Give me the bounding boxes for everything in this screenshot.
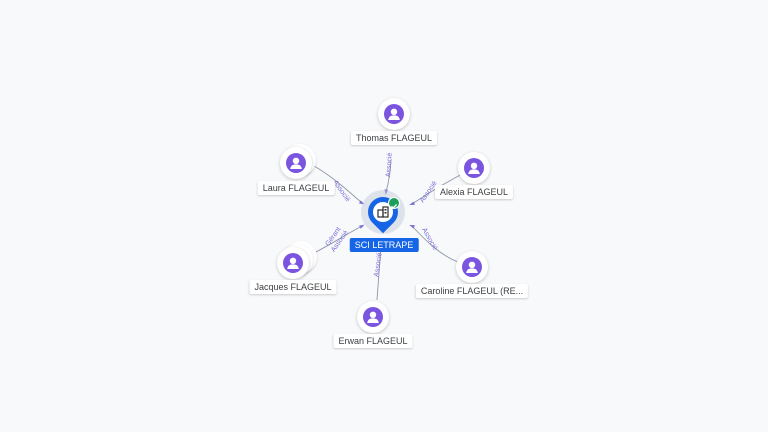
avatar xyxy=(277,247,309,279)
person-node-laura[interactable] xyxy=(280,144,316,179)
person-name-label[interactable]: Caroline FLAGEUL (RE... xyxy=(415,284,529,298)
relation-arrow-laura xyxy=(359,200,365,205)
person-node-caroline[interactable] xyxy=(456,251,488,283)
company-name-label[interactable]: SCI LETRAPE xyxy=(349,238,419,252)
relation-arrow-caroline xyxy=(409,224,415,229)
person-node-erwan[interactable] xyxy=(357,301,389,333)
verified-check-icon xyxy=(388,197,400,209)
relation-role-label: Associé xyxy=(373,252,383,277)
person-icon xyxy=(384,104,404,124)
relation-arrow-alexia xyxy=(409,201,415,206)
relation-edge-caroline xyxy=(411,225,459,263)
person-node-alexia[interactable] xyxy=(458,152,490,184)
person-node-jacques[interactable] xyxy=(277,241,317,279)
relation-role-label: Associé xyxy=(420,227,438,252)
avatar xyxy=(357,301,389,333)
person-name-label[interactable]: Alexia FLAGEUL xyxy=(434,185,514,199)
person-icon xyxy=(286,153,306,173)
relation-arrow-jacques xyxy=(359,224,365,229)
person-icon xyxy=(464,158,484,178)
avatar xyxy=(458,152,490,184)
person-name-label[interactable]: Jacques FLAGEUL xyxy=(249,280,337,294)
person-icon xyxy=(363,307,383,327)
avatar xyxy=(378,98,410,130)
avatar xyxy=(456,251,488,283)
person-icon xyxy=(462,257,482,277)
person-name-label[interactable]: Erwan FLAGEUL xyxy=(333,334,413,348)
relation-role-label: Associé xyxy=(385,152,394,177)
avatar xyxy=(280,147,312,179)
building-icon xyxy=(377,206,389,218)
person-node-thomas[interactable] xyxy=(378,98,410,130)
relation-edge-jacques xyxy=(311,225,363,255)
person-name-label[interactable]: Laura FLAGEUL xyxy=(257,181,335,195)
relation-edge-laura xyxy=(313,165,363,204)
person-name-label[interactable]: Thomas FLAGEUL xyxy=(350,131,438,145)
person-icon xyxy=(283,253,303,273)
relation-arrow-thomas xyxy=(384,189,389,195)
